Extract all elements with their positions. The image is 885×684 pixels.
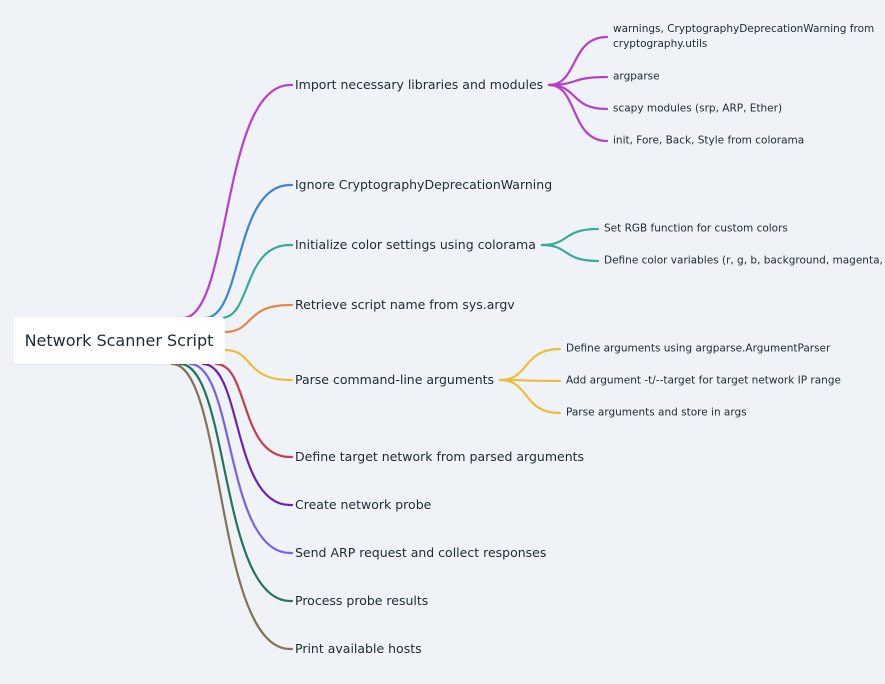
leaf-connector — [548, 83, 609, 143]
leaf-connector — [548, 83, 609, 111]
branch-initialize-colors[interactable]: Initialize color settings using colorama — [295, 237, 536, 252]
branch-send-arp[interactable]: Send ARP request and collect responses — [295, 545, 547, 560]
root-label: Network Scanner Script — [24, 331, 214, 350]
branch-create-probe[interactable]: Create network probe — [295, 497, 432, 512]
branch-connector — [178, 362, 294, 603]
branch-connector — [223, 303, 294, 334]
leaf-connector — [540, 227, 600, 247]
leaf-argparse-import[interactable]: argparse — [613, 70, 660, 83]
leaf-parse-store-args[interactable]: Parse arguments and store in args — [566, 406, 747, 419]
leaf-colorama-import[interactable]: init, Fore, Back, Style from colorama — [613, 134, 805, 147]
branch-connector — [214, 362, 294, 459]
leaf-connector — [548, 35, 609, 87]
branch-connector — [188, 362, 294, 555]
branch-connector — [170, 362, 294, 651]
root-node[interactable]: Network Scanner Script — [13, 317, 225, 364]
leaf-connector — [540, 243, 600, 263]
branch-connector — [181, 83, 294, 320]
branch-retrieve-script-name[interactable]: Retrieve script name from sys.argv — [295, 297, 515, 312]
branch-connector — [223, 348, 294, 382]
leaf-define-arguments[interactable]: Define arguments using argparse.Argument… — [566, 342, 831, 355]
branch-connector — [203, 183, 294, 320]
leaf-connector — [498, 378, 562, 415]
leaf-line: cryptography.utils — [613, 38, 708, 50]
branch-connector — [219, 243, 294, 320]
branch-process-results[interactable]: Process probe results — [295, 593, 429, 608]
leaf-scapy-import[interactable]: scapy modules (srp, ARP, Ether) — [613, 102, 783, 115]
branch-import-libraries[interactable]: Import necessary libraries and modules — [295, 77, 544, 92]
branch-connector — [201, 362, 294, 507]
leaf-warnings-import[interactable]: warnings, CryptographyDeprecationWarning… — [613, 22, 874, 52]
leaf-add-target-argument[interactable]: Add argument -t/--target for target netw… — [566, 374, 841, 387]
leaf-color-variables[interactable]: Define color variables (r, g, b, backgro… — [604, 254, 883, 267]
leaf-connector — [498, 347, 562, 382]
leaf-connector — [548, 75, 609, 87]
leaf-line: warnings, CryptographyDeprecationWarning… — [613, 23, 875, 35]
branch-define-target-network[interactable]: Define target network from parsed argume… — [295, 449, 585, 464]
branch-parse-arguments[interactable]: Parse command-line arguments — [295, 372, 495, 387]
branch-ignore-warning[interactable]: Ignore CryptographyDeprecationWarning — [295, 177, 553, 192]
leaf-rgb-function[interactable]: Set RGB function for custom colors — [604, 222, 788, 235]
branch-print-hosts[interactable]: Print available hosts — [295, 641, 422, 656]
